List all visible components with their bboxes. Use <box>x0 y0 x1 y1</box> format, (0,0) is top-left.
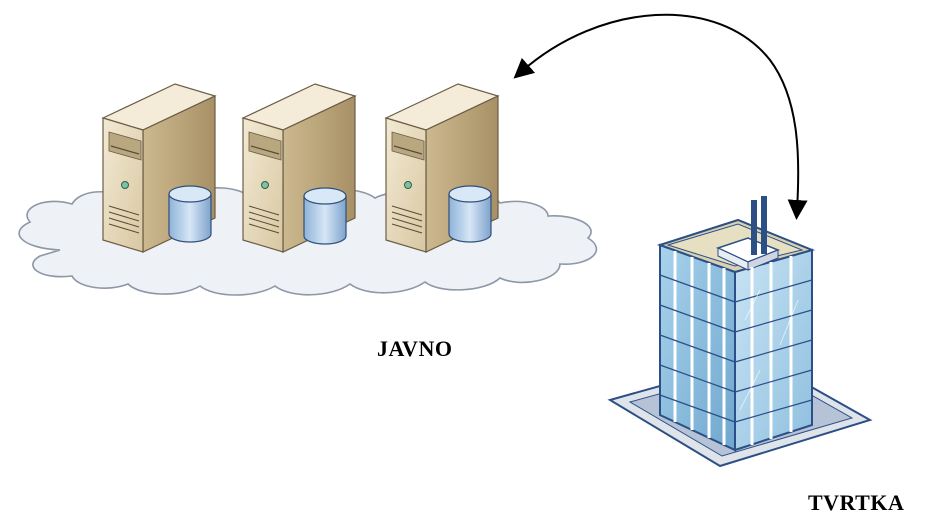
public-cloud-label: JAVNO <box>377 336 453 361</box>
database-icon <box>303 187 347 245</box>
database-icon <box>448 185 492 243</box>
database-icon <box>168 185 212 243</box>
company-label: TVRTKA <box>808 490 905 515</box>
office-building-icon <box>607 196 873 468</box>
bidirectional-arrow-icon <box>513 13 808 220</box>
